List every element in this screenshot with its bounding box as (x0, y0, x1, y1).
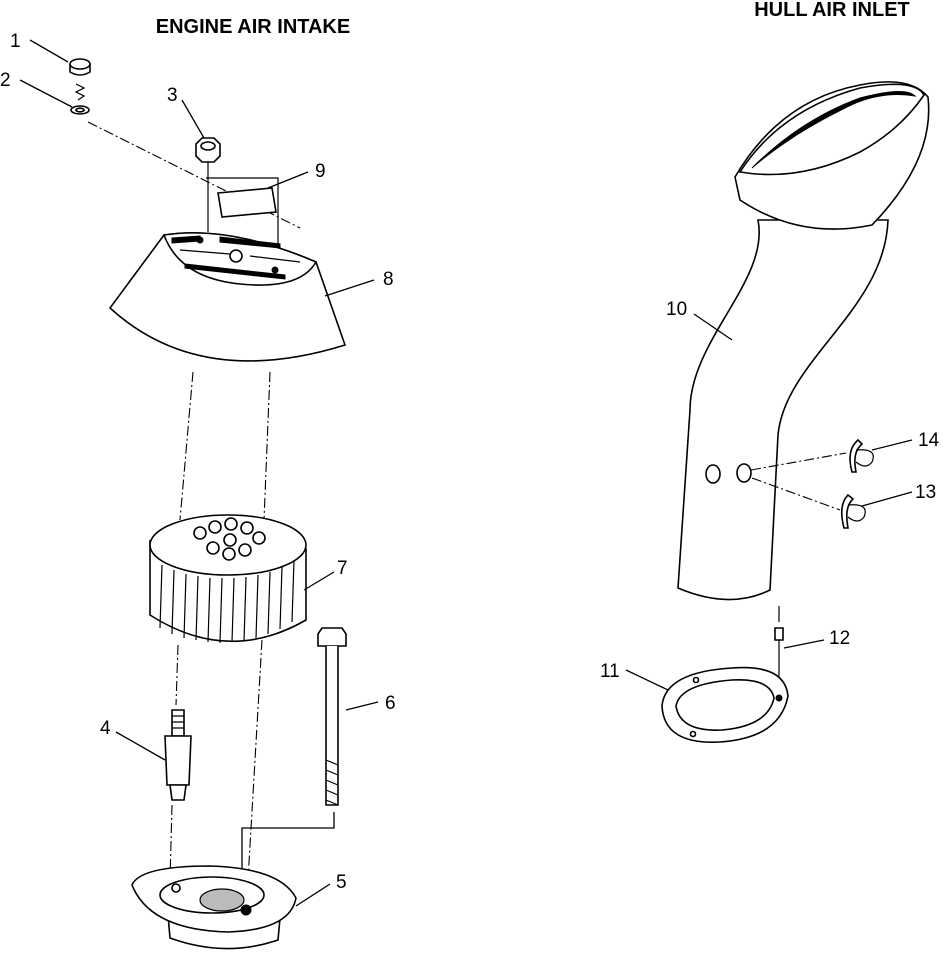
part-10-hull-vent-duct (677, 81, 930, 601)
callout-12: 12 (829, 628, 850, 649)
part-1-cap (69, 58, 91, 76)
callout-14: 14 (918, 430, 940, 451)
callout-13: 13 (915, 482, 936, 503)
engine-air-intake-title: ENGINE AIR INTAKE (156, 16, 350, 38)
part-13-clip (840, 493, 866, 529)
callout-5: 5 (336, 872, 347, 893)
part-5-base-plate (131, 865, 297, 950)
part-8-intake-cover (108, 232, 347, 362)
clip-holes (705, 452, 847, 511)
hull-air-inlet-title: HULL AIR INLET (754, 0, 910, 21)
callout-9: 9 (315, 161, 326, 182)
callout-8: 8 (383, 269, 394, 290)
part-7-air-filter (149, 514, 307, 644)
part-2-washer (70, 83, 90, 115)
callout-4: 4 (100, 718, 111, 739)
callout-6: 6 (385, 693, 396, 714)
part-14-clip (849, 438, 874, 473)
callout-2: 2 (0, 70, 11, 91)
callout-10: 10 (666, 299, 687, 320)
part-6-bolt (317, 627, 347, 806)
callout-7: 7 (337, 558, 348, 579)
callout-11: 11 (600, 661, 620, 682)
part-3-nut (195, 137, 221, 232)
callout-leaders (19, 39, 913, 907)
part-11-gasket (661, 666, 789, 743)
part-4-fitting (164, 709, 192, 801)
callout-1: 1 (10, 31, 21, 52)
part-9-label (206, 177, 279, 265)
callout-3: 3 (167, 85, 178, 106)
